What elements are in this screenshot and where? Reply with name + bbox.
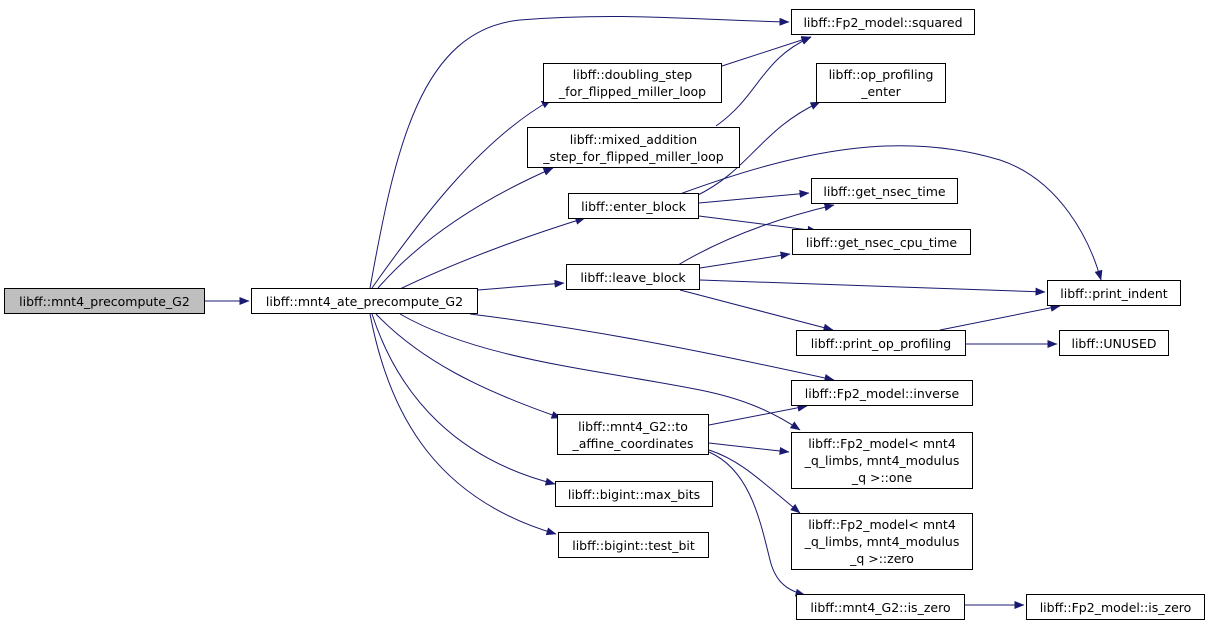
node-label-line: _q_limbs, mnt4_modulus bbox=[804, 534, 960, 549]
edge-ate-precompute-to-fp2-inverse bbox=[469, 313, 835, 382]
node-label-line: _q >::one bbox=[851, 470, 913, 485]
node-label-line: libff::Fp2_model::inverse bbox=[804, 385, 960, 401]
node-fp2-one[interactable]: libff::Fp2_model< mnt4_q_limbs, mnt4_mod… bbox=[791, 432, 973, 489]
node-to-affine-coordinates[interactable]: libff::mnt4_G2::to_affine_coordinates bbox=[557, 414, 709, 455]
edge-ate-precompute-to-to-affine-coordinates bbox=[375, 313, 562, 419]
node-fp2-is-zero[interactable]: libff::Fp2_model::is_zero bbox=[1026, 594, 1205, 620]
node-print-op-profiling[interactable]: libff::print_op_profiling bbox=[796, 330, 966, 356]
edge-ate-precompute-to-enter-block bbox=[399, 216, 586, 290]
node-label-line: libff::bigint::test_bit bbox=[572, 537, 695, 553]
node-unused[interactable]: libff::UNUSED bbox=[1059, 330, 1169, 356]
edge-ate-precompute-to-leave-block bbox=[477, 279, 565, 291]
node-get-nsec-time[interactable]: libff::get_nsec_time bbox=[811, 178, 958, 204]
edge-ate-precompute-to-doubling-step bbox=[371, 99, 552, 289]
node-g2-is-zero[interactable]: libff::mnt4_G2::is_zero bbox=[796, 594, 965, 620]
node-label-line: libff::Fp2_model::squared bbox=[803, 14, 963, 30]
node-label-line: libff::print_indent bbox=[1060, 285, 1168, 301]
edge-enter-block-to-print-indent bbox=[679, 145, 1103, 281]
edge-ate-precompute-to-test-bit bbox=[369, 313, 557, 536]
edge-mixed-addition-step-to-fp2-squared bbox=[715, 36, 812, 127]
node-label-line: libff::print_op_profiling bbox=[810, 335, 952, 351]
edge-leave-block-to-print-indent bbox=[699, 279, 1046, 296]
node-mnt4-ate-precompute-g2[interactable]: libff::mnt4_ate_precompute_G2 bbox=[251, 288, 478, 314]
edge-ate-precompute-to-mixed-addition-step bbox=[377, 167, 554, 289]
node-label-line: libff::Fp2_model::is_zero bbox=[1039, 599, 1192, 615]
edge-to-affine-coordinates-to-fp2-inverse bbox=[708, 403, 808, 426]
node-label-line: _q >::zero bbox=[850, 551, 914, 566]
edge-print-op-profiling-to-print-indent bbox=[939, 303, 1061, 331]
node-label-line: _enter bbox=[861, 84, 901, 99]
node-label-line: libff::op_profiling bbox=[828, 67, 934, 82]
node-label-line: _for_flipped_miller_loop bbox=[558, 84, 707, 99]
edge-ate-precompute-to-fp2-squared bbox=[369, 16, 790, 289]
edge-ate-precompute-to-fp2-one bbox=[399, 313, 801, 431]
node-label-line: libff::mnt4_precompute_G2 bbox=[19, 293, 190, 309]
node-label-line: libff::doubling_step bbox=[572, 67, 693, 82]
node-print-indent[interactable]: libff::print_indent bbox=[1047, 280, 1181, 306]
edge-leave-block-to-get-nsec-cpu-time bbox=[699, 251, 791, 269]
node-label-line: libff::get_nsec_cpu_time bbox=[805, 234, 958, 250]
edge-leave-block-to-get-nsec-time bbox=[677, 203, 835, 266]
node-label-line: _q_limbs, mnt4_modulus bbox=[804, 453, 960, 468]
node-mnt4-precompute-g2[interactable]: libff::mnt4_precompute_G2 bbox=[4, 288, 205, 314]
node-label-line: libff::mnt4_G2::is_zero bbox=[810, 599, 951, 615]
node-label-line: libff::Fp2_model< mnt4 bbox=[808, 517, 956, 532]
node-label-line: libff::enter_block bbox=[581, 198, 686, 214]
node-doubling-step[interactable]: libff::doubling_step_for_flipped_miller_… bbox=[543, 63, 722, 103]
edge-to-affine-coordinates-to-fp2-one bbox=[708, 442, 790, 455]
node-max-bits[interactable]: libff::bigint::max_bits bbox=[555, 481, 713, 507]
edge-doubling-step-to-fp2-squared bbox=[721, 36, 812, 67]
node-fp2-squared[interactable]: libff::Fp2_model::squared bbox=[791, 9, 975, 35]
node-label-line: libff::mnt4_ate_precompute_G2 bbox=[265, 293, 464, 309]
node-op-profiling-enter[interactable]: libff::op_profiling_enter bbox=[816, 63, 946, 103]
node-label-line: libff::get_nsec_time bbox=[823, 183, 946, 199]
node-label-line: libff::mixed_addition bbox=[569, 131, 698, 147]
edge-to-affine-coordinates-to-g2-is-zero bbox=[708, 451, 806, 597]
node-leave-block[interactable]: libff::leave_block bbox=[566, 264, 700, 290]
edge-to-affine-coordinates-to-fp2-zero bbox=[708, 449, 801, 514]
node-enter-block[interactable]: libff::enter_block bbox=[568, 193, 699, 219]
node-label-line: libff::bigint::max_bits bbox=[567, 486, 701, 502]
edge-enter-block-to-get-nsec-time bbox=[698, 189, 810, 204]
edge-leave-block-to-print-op-profiling bbox=[679, 289, 834, 332]
node-label-line: libff::leave_block bbox=[580, 269, 686, 285]
node-fp2-zero[interactable]: libff::Fp2_model< mnt4_q_limbs, mnt4_mod… bbox=[791, 513, 973, 570]
edge-enter-block-to-op-profiling-enter bbox=[695, 101, 821, 197]
node-test-bit[interactable]: libff::bigint::test_bit bbox=[558, 532, 709, 558]
edge-ate-precompute-to-max-bits bbox=[371, 313, 556, 486]
node-label-line: libff::Fp2_model< mnt4 bbox=[808, 436, 956, 451]
node-get-nsec-cpu-time[interactable]: libff::get_nsec_cpu_time bbox=[792, 229, 971, 255]
edge-enter-block-to-get-nsec-cpu-time bbox=[698, 215, 818, 234]
node-label-line: libff::mnt4_G2::to bbox=[578, 418, 688, 434]
node-label-line: _affine_coordinates bbox=[572, 435, 694, 451]
node-mixed-addition-step[interactable]: libff::mixed_addition_step_for_flipped_m… bbox=[527, 127, 740, 168]
node-label-line: libff::UNUSED bbox=[1071, 335, 1157, 351]
node-label-line: _step_for_flipped_miller_loop bbox=[543, 148, 724, 164]
node-fp2-inverse[interactable]: libff::Fp2_model::inverse bbox=[791, 380, 973, 406]
